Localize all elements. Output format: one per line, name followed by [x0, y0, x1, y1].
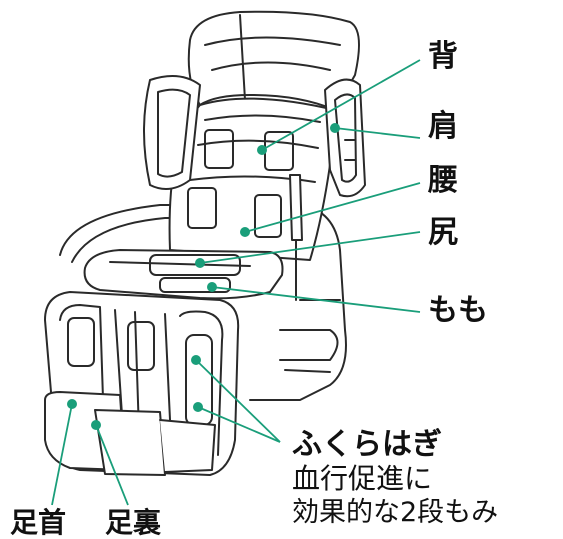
dot-buttocks	[195, 258, 205, 268]
leader-line-sole	[95, 424, 129, 506]
dot-calf-upper	[191, 355, 201, 365]
massage-chair-illustration	[44, 10, 366, 476]
calf-note: ふくらはぎ 血行促進に 効果的な2段もみ	[292, 428, 498, 530]
leader-lines	[51, 59, 421, 506]
leader-line-buttocks	[199, 231, 421, 264]
leader-line-ankle	[51, 403, 73, 506]
label-back: 背	[428, 39, 458, 74]
dot-back	[257, 145, 267, 155]
point-dots	[67, 123, 340, 430]
dot-thigh	[207, 282, 217, 292]
dot-calf-lower	[193, 402, 203, 412]
leader-line-calf-lower	[197, 406, 281, 443]
dot-waist	[240, 227, 250, 237]
dot-ankle	[67, 399, 77, 409]
leader-line-shoulder	[334, 127, 421, 139]
leader-line-calf-upper	[195, 359, 281, 443]
label-thigh: もも	[428, 293, 488, 328]
dot-shoulder	[330, 123, 340, 133]
leader-line-thigh	[211, 286, 421, 313]
label-calf-desc-1: 血行促進に	[292, 462, 433, 495]
leader-line-back	[261, 59, 421, 151]
label-sole: 足裏	[105, 506, 162, 539]
label-calf-desc-2: 効果的な2段もみ	[292, 497, 499, 528]
leader-line-waist	[244, 182, 421, 233]
label-calf-title: ふくらはぎ	[292, 427, 442, 462]
label-buttocks: 尻	[428, 215, 458, 250]
label-shoulder: 肩	[428, 109, 458, 144]
label-ankle: 足首	[10, 506, 67, 539]
dot-sole	[91, 420, 101, 430]
label-waist: 腰	[428, 163, 458, 198]
